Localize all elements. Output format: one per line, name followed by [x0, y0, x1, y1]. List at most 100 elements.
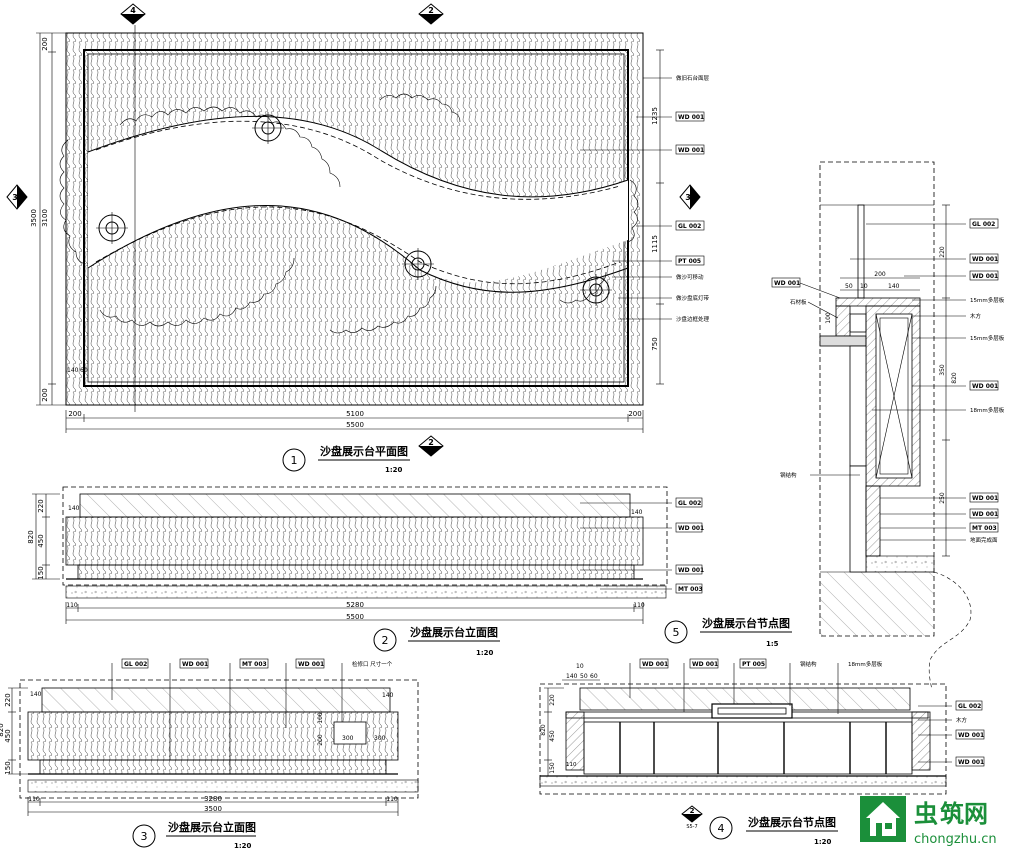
plan-callouts: 做旧石台面层 WD 001 WD 001 GL 002 PT 005 做沙可移动…	[580, 74, 710, 323]
drawing-title: 沙盘展示台平面图	[320, 444, 408, 458]
plan-lamp	[402, 248, 434, 280]
callout-tag: PT 005	[742, 661, 765, 668]
dim-text: 100	[317, 712, 324, 724]
section-marker-3-left[interactable]: 3	[6, 184, 28, 210]
dim-text: 150	[4, 761, 12, 774]
plan-lamp	[252, 112, 284, 144]
dim-text: 60	[590, 673, 598, 680]
marker-ref: S5-7	[686, 824, 697, 830]
plan-lamp	[580, 274, 612, 306]
marker-label: 2	[690, 807, 695, 815]
callout-tag: WD 001	[972, 495, 998, 502]
dim-text: 110	[566, 762, 577, 768]
section-marker-2-bottom[interactable]: 2 S5-7	[681, 805, 703, 830]
dim-text: 110	[28, 796, 40, 803]
dim-text: 200	[68, 410, 81, 418]
callout-tag: WD 001	[958, 732, 984, 739]
callout-tag: WD 001	[678, 567, 704, 574]
drawing-scale: 1:20	[814, 838, 832, 846]
elevation-2-drawing	[62, 486, 668, 599]
detail-4-callouts: WD 001 WD 001 PT 005 钢结构 18mm多层板 GL 002 …	[629, 658, 985, 767]
dim-text: 110	[386, 796, 398, 803]
dim-text: 1115	[651, 235, 659, 253]
callout-text: 木方	[956, 716, 968, 724]
callout-text: 沙盘边框处理	[676, 315, 710, 323]
dim-text: 50	[845, 283, 853, 290]
dim-text: 220	[939, 246, 946, 258]
section-marker-3-right[interactable]: 3	[679, 184, 701, 210]
dim-text: 3100	[41, 209, 49, 227]
dim-text: 140	[382, 692, 394, 699]
callout-text: 做沙盘底灯带	[676, 294, 710, 302]
elevation-2-callouts: GL 002 WD 001 WD 001 MT 003	[580, 497, 704, 594]
dim-text: 350	[939, 364, 946, 376]
callout-text: 石材板	[790, 298, 807, 306]
section-marker-2-top[interactable]: 2	[418, 3, 444, 25]
logo-char: 虫	[914, 799, 938, 828]
callout-text: 钢结构	[800, 660, 817, 668]
dim-text: 5280	[346, 601, 364, 609]
detail-4-dimensions: 220 450 820 150 110 10 140 50 60	[540, 663, 600, 777]
dim-text: 5500	[346, 421, 364, 429]
dim-text: 110	[633, 602, 645, 609]
callout-tag: WD 001	[678, 114, 704, 121]
dim-text: 200	[628, 410, 641, 418]
callout-tag: WD 001	[182, 661, 208, 668]
callout-tag: WD 001	[678, 525, 704, 532]
drawing-scale: 1:5	[766, 640, 779, 648]
dim-text: 5500	[346, 613, 364, 621]
dim-text: 220	[4, 693, 12, 706]
dim-text: 150	[37, 566, 45, 579]
elevation-3-drawing	[19, 679, 419, 799]
callout-text: 检修口 尺寸一个	[352, 660, 393, 668]
callout-tag: GL 002	[972, 221, 995, 228]
drawing-title: 沙盘展示台节点图	[702, 616, 790, 630]
dim-text: 140	[30, 691, 42, 698]
plan-dimensions-bottom: 200 5100 200 5500	[65, 410, 644, 433]
drawing-title: 沙盘展示台节点图	[748, 815, 836, 829]
plan-dimensions-left: 200 3100 3500 200 140 60	[30, 32, 88, 406]
dim-text: 150	[549, 762, 556, 774]
callout-text: 做旧石台面层	[676, 74, 710, 82]
dim-text: 820	[951, 372, 958, 384]
dim-text: 450	[37, 534, 45, 547]
callout-text: 15mm多层板	[970, 334, 1005, 342]
dim-text: 3500	[204, 805, 222, 813]
callout-tag: WD 001	[958, 759, 984, 766]
dim-text: 140	[566, 673, 578, 680]
detail-5-drawing	[819, 161, 972, 691]
elevation-3-callouts: GL 002 WD 001 MT 003 WD 001 检修口 尺寸一个	[111, 658, 393, 774]
detail-4-title-block: 4 沙盘展示台节点图 1:20	[709, 815, 838, 846]
dim-text: 140	[631, 509, 643, 516]
dim-text: 200	[874, 271, 886, 278]
callout-tag: MT 003	[242, 661, 267, 668]
plan-drawing	[59, 25, 644, 412]
dim-text: 220	[549, 694, 556, 706]
dim-text: 100	[825, 312, 832, 324]
drawing-scale: 1:20	[385, 466, 403, 474]
section-marker-4[interactable]: 4	[120, 3, 146, 25]
dim-text: 140	[888, 283, 900, 290]
site-logo[interactable]: 虫 筑网 chongzhu.cn	[860, 796, 997, 847]
dim-text: 10	[576, 663, 584, 670]
marker-label: 4	[130, 6, 136, 15]
plan-title-block: 1 沙盘展示台平面图 1:20	[282, 444, 410, 474]
dim-text: 3500	[30, 209, 38, 227]
callout-tag: GL 002	[958, 703, 981, 710]
logo-site: chongzhu.cn	[914, 832, 997, 847]
callout-text: 15mm多层板	[970, 296, 1005, 304]
detail-5-title-block: 5 沙盘展示台节点图 1:5	[664, 616, 792, 648]
section-marker-2-plan[interactable]: 2	[418, 435, 444, 457]
callout-tag: WD 001	[298, 661, 324, 668]
callout-tag: WD 001	[972, 256, 998, 263]
logo-chinese: 筑网	[940, 799, 988, 828]
dim-text: 450	[549, 730, 556, 742]
callout-text: 做沙可移动	[676, 273, 704, 281]
callout-text: 18mm多层板	[970, 406, 1005, 414]
drawing-number: 2	[382, 634, 389, 647]
detail-5-callouts: GL 002 WD 001 WD 001 WD 001 石材板 15mm多层板 …	[771, 218, 1005, 544]
detail-4-drawing	[539, 683, 947, 795]
plan-lamp	[96, 212, 128, 244]
callout-tag: WD 001	[972, 511, 998, 518]
